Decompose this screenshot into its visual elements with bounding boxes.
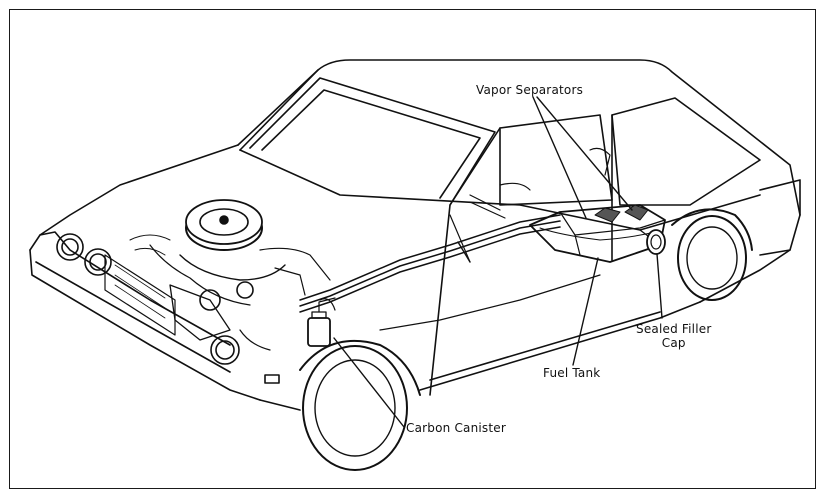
carbon-canister xyxy=(307,297,336,347)
fuel-tank xyxy=(529,204,666,263)
engine xyxy=(129,199,331,351)
filler-cap xyxy=(639,229,666,255)
carbon-canister-label: Carbon Canister xyxy=(406,421,506,435)
fuel-lines xyxy=(299,214,601,331)
leader-lines xyxy=(333,96,663,428)
front-end xyxy=(56,233,280,384)
fuel-tank-label: Fuel Tank xyxy=(543,366,601,380)
car-body xyxy=(29,59,801,411)
sealed-filler-cap-label-line2: Cap xyxy=(661,336,686,350)
sealed-filler-cap-label: Sealed Filler Cap xyxy=(636,322,711,350)
vapor-separators-label: Vapor Separators xyxy=(476,83,584,97)
sealed-filler-cap-label-line1: Sealed Filler xyxy=(636,322,712,336)
front-wheel xyxy=(299,339,421,471)
rear-interior xyxy=(469,147,611,219)
figure-frame xyxy=(9,9,816,489)
rear-wheel xyxy=(671,208,753,301)
